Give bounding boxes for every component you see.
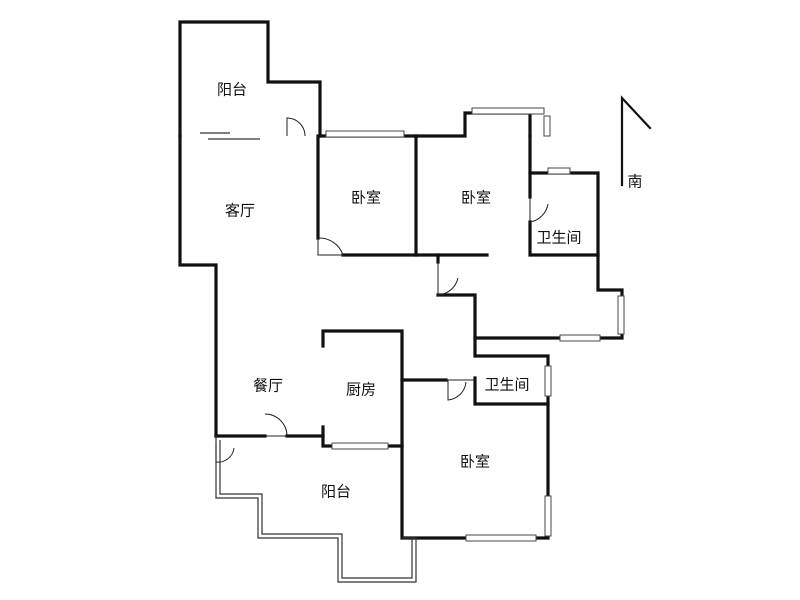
balcony-south-outline — [215, 436, 417, 583]
room-label-bathroom-2: 卫生间 — [484, 376, 529, 394]
compass-label: 南 — [627, 173, 642, 191]
room-label-balcony-north: 阳台 — [217, 81, 247, 99]
room-label-bedroom-3: 卧室 — [460, 453, 490, 471]
compass-arrow-icon — [620, 95, 652, 187]
room-label-kitchen: 厨房 — [346, 381, 376, 399]
doors — [215, 117, 549, 463]
room-labels: 阳台 客厅 卧室 卧室 卫生间 餐厅 厨房 卫生间 卧室 阳台 — [217, 81, 582, 501]
room-label-bedroom-1: 卧室 — [351, 189, 381, 207]
windows — [200, 107, 625, 542]
room-label-dining-room: 餐厅 — [253, 377, 283, 395]
compass: 南 — [620, 95, 652, 191]
room-label-balcony-south: 阳台 — [321, 483, 351, 501]
room-label-living-room: 客厅 — [225, 202, 255, 220]
room-label-bathroom-1: 卫生间 — [536, 229, 581, 247]
room-label-bedroom-2: 卧室 — [461, 189, 491, 207]
walls — [178, 20, 624, 540]
